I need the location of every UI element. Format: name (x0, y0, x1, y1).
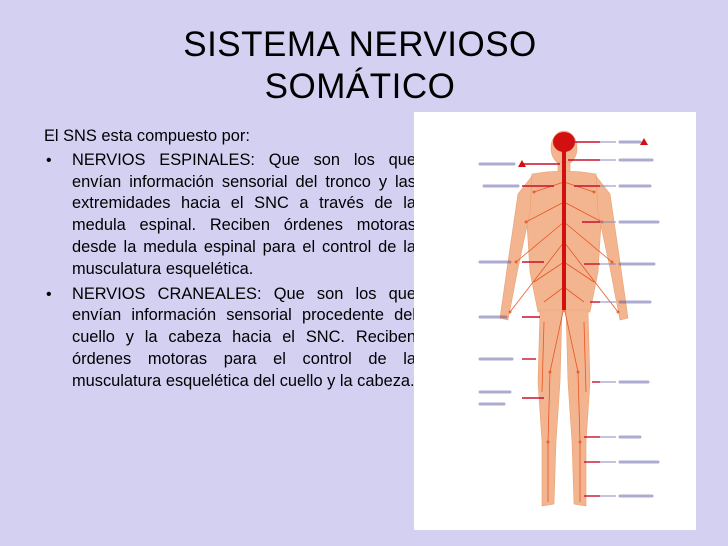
intro-text: El SNS esta compuesto por: (44, 127, 250, 145)
title-line-2: SOMÁTICO (264, 67, 456, 106)
bullet-text: NERVIOS ESPINALES: Que son los que envía… (72, 150, 416, 278)
title-line-1: SISTEMA NERVIOSO (183, 25, 537, 64)
bullet-icon: • (46, 151, 52, 169)
bullet-text: NERVIOS CRANEALES: Que son los que envía… (72, 284, 416, 390)
nervous-system-figure (414, 112, 696, 530)
bullet-icon: • (46, 285, 52, 303)
bullet-spinal-nerves: • NERVIOS ESPINALES: Que son los que env… (44, 150, 416, 281)
bullet-list: • NERVIOS ESPINALES: Que son los que env… (44, 150, 416, 393)
bullet-cranial-nerves: • NERVIOS CRANEALES: Que son los que env… (44, 284, 416, 393)
slide-body: El SNS esta compuesto por: • NERVIOS ESP… (44, 126, 416, 396)
human-nervous-system-icon (478, 130, 660, 507)
slide-title: SISTEMA NERVIOSO SOMÁTICO (100, 24, 620, 108)
